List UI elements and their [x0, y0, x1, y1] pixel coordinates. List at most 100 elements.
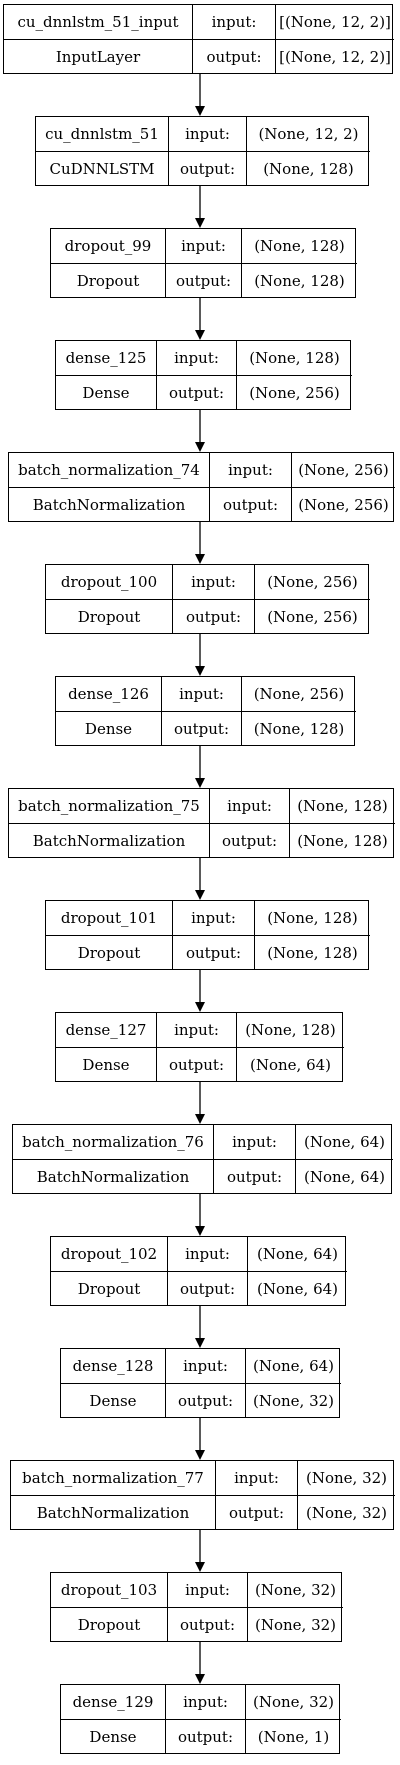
edge-arrowhead [195, 330, 205, 340]
input-shape: (None, 128) [254, 901, 370, 935]
output-label: output: [167, 1271, 247, 1305]
input-label: input: [192, 5, 275, 39]
layer-name: dropout_102 [60, 1245, 158, 1263]
output-label: output: [165, 1719, 245, 1753]
layer-type: BatchNormalization [9, 487, 209, 521]
input-shape: (None, 12, 2) [246, 117, 370, 151]
output-shape: (None, 128) [241, 711, 356, 745]
output-shape: (None, 1) [245, 1719, 341, 1753]
input-label: input: [165, 1349, 245, 1383]
output-label: output: [168, 151, 246, 185]
output-shape: (None, 32) [245, 1383, 341, 1417]
output-label: output: [165, 1383, 245, 1417]
output-shape: (None, 128) [254, 935, 370, 969]
input-shape: (None, 128) [236, 341, 352, 375]
layer-name: dense_126 [68, 685, 149, 703]
output-shape: [(None, 12, 2)] [275, 39, 394, 73]
input-shape: (None, 128) [241, 229, 357, 263]
input-label: input: [165, 229, 241, 263]
layer-name: batch_normalization_77 [22, 1469, 204, 1487]
output-label: output: [156, 375, 236, 409]
output-label: output: [209, 487, 291, 521]
input-shape: (None, 256) [254, 565, 370, 599]
input-label: input: [213, 1125, 295, 1159]
edge-arrowhead [195, 218, 205, 228]
output-label: output: [165, 263, 241, 297]
edge-arrowhead [195, 666, 205, 676]
layer-name: dense_128 [72, 1357, 154, 1375]
output-label: output: [156, 1047, 236, 1081]
layer-name: dense_129 [72, 1693, 154, 1711]
input-label: input: [156, 1013, 236, 1047]
edge-arrowhead [195, 1674, 205, 1684]
layer-name: batch_normalization_74 [18, 461, 200, 479]
output-label: output: [172, 935, 254, 969]
layer-node-cu-dnnlstm-51-input: cu_dnnlstm_51_input input:[(None, 12, 2)]… [3, 4, 394, 74]
layer-type: InputLayer [4, 39, 192, 73]
input-shape: (None, 256) [241, 677, 356, 711]
edge-arrowhead [195, 1450, 205, 1460]
input-shape: (None, 32) [245, 1685, 341, 1719]
input-shape: (None, 32) [247, 1573, 343, 1607]
layer-name: cu_dnnlstm_51_input [17, 13, 179, 31]
output-shape: (None, 128) [289, 823, 395, 857]
edge-arrowhead [195, 106, 205, 116]
output-shape: (None, 256) [254, 599, 370, 633]
input-shape: [(None, 12, 2)] [275, 5, 394, 39]
input-label: input: [209, 453, 291, 487]
layer-name: batch_normalization_76 [22, 1133, 204, 1151]
layer-name: dense_127 [65, 1021, 147, 1039]
output-shape: (None, 64) [295, 1159, 393, 1193]
layer-name: dense_125 [65, 349, 147, 367]
output-shape: (None, 256) [291, 487, 395, 521]
output-shape: (None, 128) [241, 263, 357, 297]
input-label: input: [172, 565, 254, 599]
layer-type: Dropout [46, 599, 172, 633]
input-shape: (None, 64) [295, 1125, 393, 1159]
layer-name: dropout_99 [64, 237, 152, 255]
layer-type: Dense [61, 1719, 165, 1753]
input-label: input: [165, 1685, 245, 1719]
input-shape: (None, 256) [291, 453, 395, 487]
input-label: input: [167, 1237, 247, 1271]
input-shape: (None, 64) [247, 1237, 347, 1271]
layer-node-batch-normalization-74: batch_normalization_74 input:(None, 256) B… [8, 452, 395, 522]
layer-type: Dense [56, 375, 156, 409]
output-label: output: [161, 711, 241, 745]
output-shape: (None, 64) [247, 1271, 347, 1305]
output-label: output: [192, 39, 275, 73]
layer-node-batch-normalization-76: batch_normalization_76 input:(None, 64) Ba… [12, 1124, 393, 1194]
output-shape: (None, 128) [246, 151, 370, 185]
output-shape: (None, 32) [297, 1495, 395, 1529]
edge-arrowhead [195, 1114, 205, 1124]
output-label: output: [213, 1159, 295, 1193]
layer-type: Dropout [46, 935, 172, 969]
input-label: input: [161, 677, 241, 711]
output-label: output: [209, 823, 289, 857]
output-label: output: [215, 1495, 297, 1529]
layer-type: Dense [61, 1383, 165, 1417]
layer-type: Dense [56, 711, 161, 745]
layer-name: cu_dnnlstm_51 [45, 125, 159, 143]
layer-type: BatchNormalization [13, 1159, 213, 1193]
input-shape: (None, 128) [236, 1013, 344, 1047]
output-label: output: [172, 599, 254, 633]
layer-name: dropout_101 [60, 909, 158, 927]
input-shape: (None, 128) [289, 789, 395, 823]
output-shape: (None, 256) [236, 375, 352, 409]
output-shape: (None, 64) [236, 1047, 344, 1081]
layer-name: dropout_103 [60, 1581, 158, 1599]
input-label: input: [172, 901, 254, 935]
